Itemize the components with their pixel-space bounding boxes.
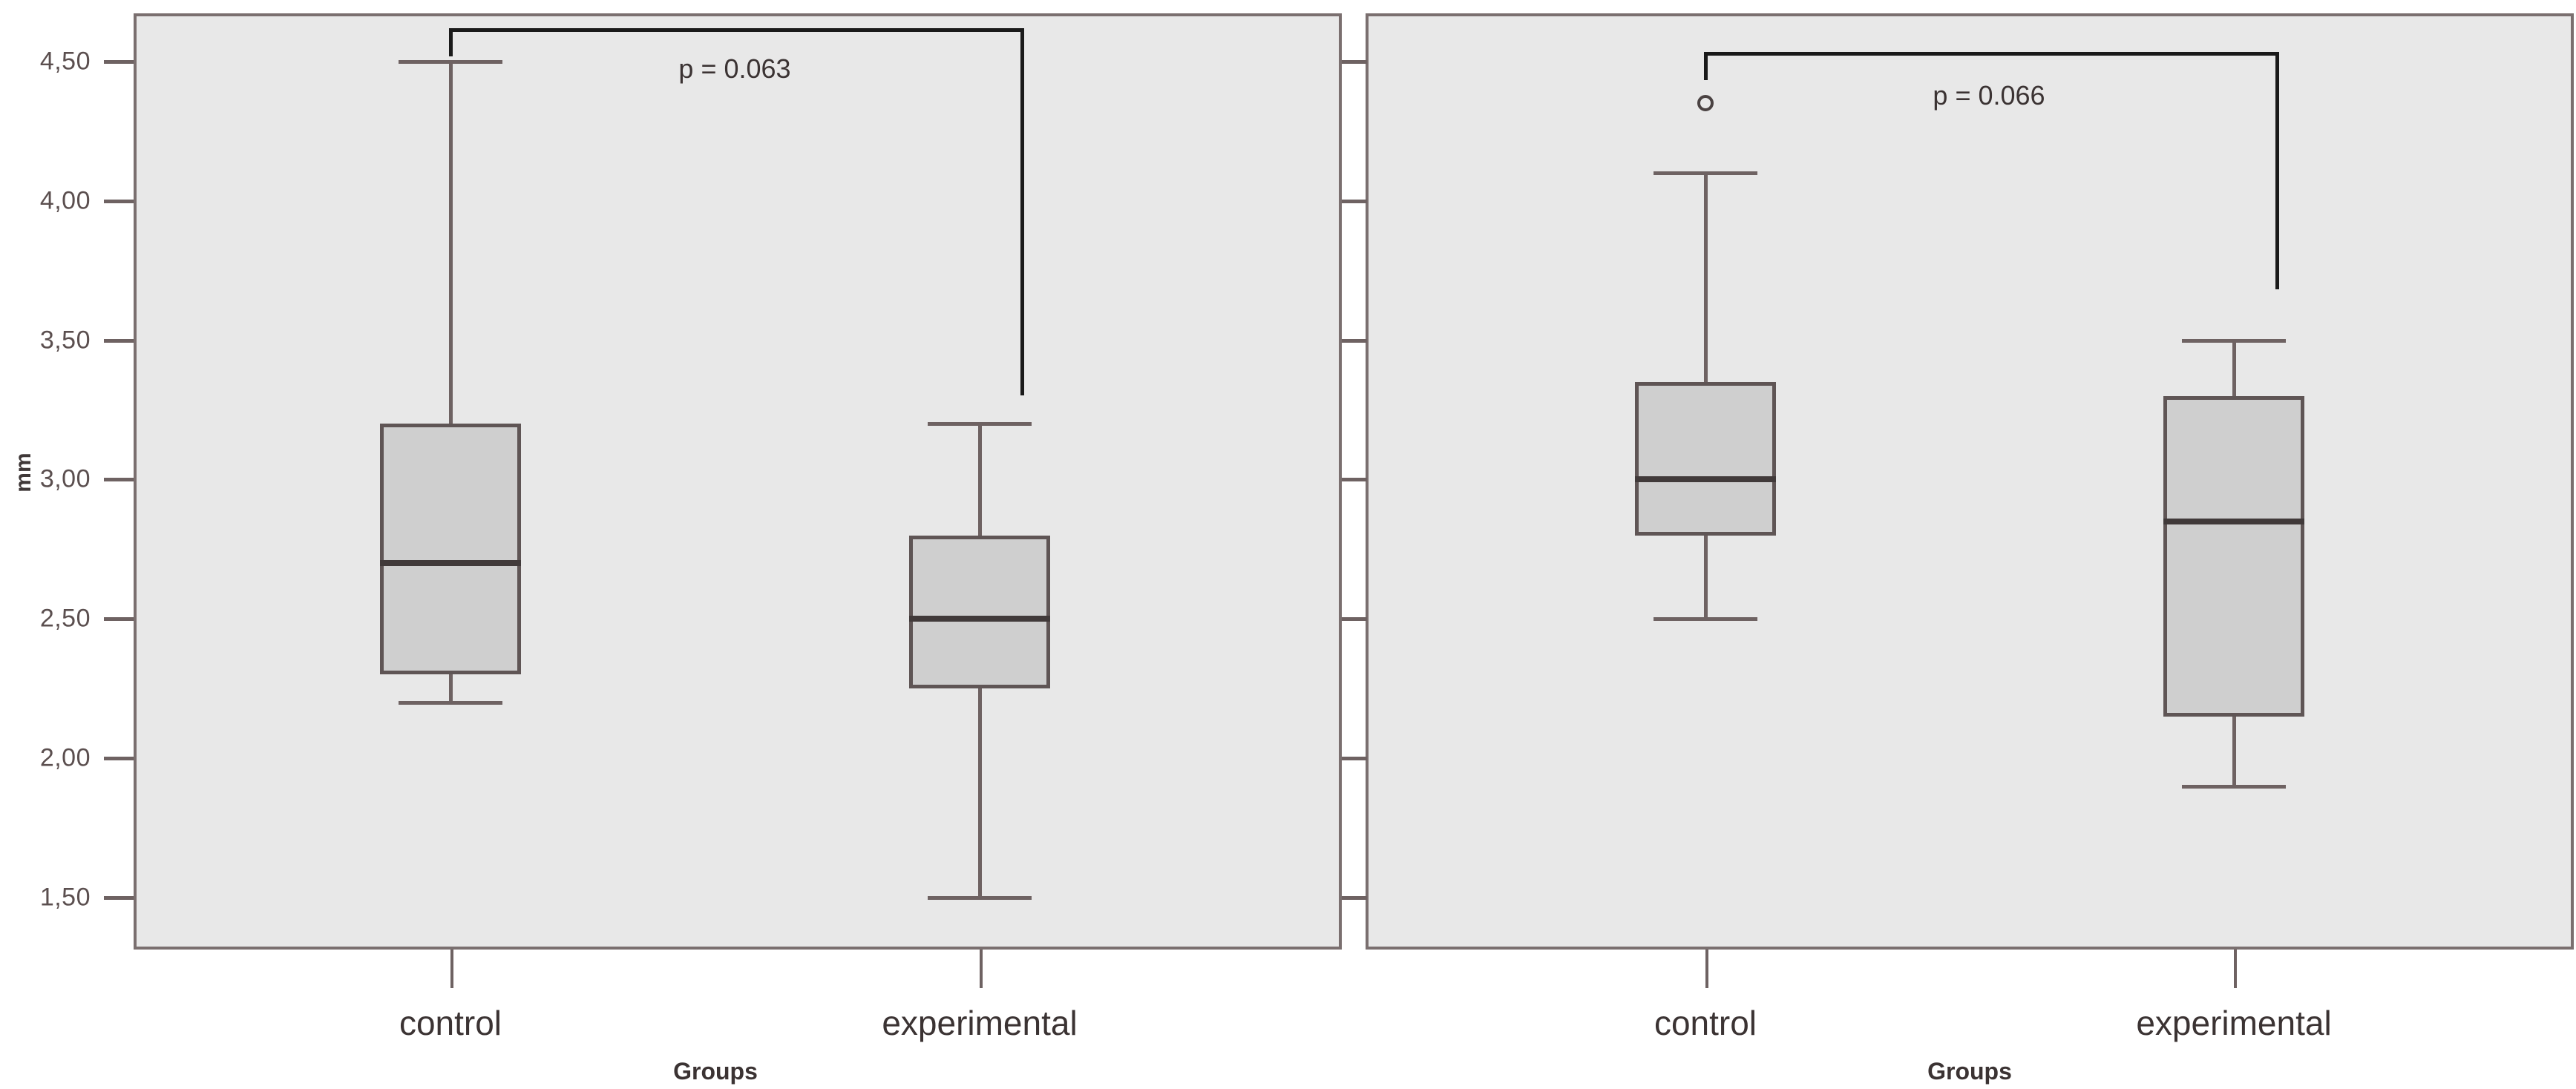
right-y-tick-mark-1: [1342, 199, 1367, 203]
y-tick-mark-5: [104, 757, 135, 760]
right-experimental-whisker-lower: [2232, 716, 2236, 786]
x-category-label-control-left: control: [399, 1004, 502, 1042]
y-tick-label-1: 4,00: [39, 186, 91, 215]
right-control-whisker-lower: [1704, 535, 1708, 619]
left-control-whisker-lower: [449, 674, 453, 703]
left-experimental-whisker-cap-lower: [928, 895, 1032, 900]
right-plot-area: [1366, 13, 2574, 950]
sig-bracket-right-vertical-experimental: [2275, 52, 2279, 289]
x-category-label-experimental-left: experimental: [882, 1004, 1078, 1042]
y-tick-mark-2: [104, 338, 135, 343]
x-tick-experimental-left: [980, 950, 983, 988]
right-experimental-box: [2163, 395, 2304, 717]
right-y-tick-mark-3: [1342, 478, 1367, 482]
right-experimental-whisker-upper: [2232, 340, 2236, 396]
x-axis-title-right: Groups: [1927, 1058, 2012, 1085]
y-tick-label-0: 4,50: [39, 47, 91, 76]
left-plot-area: [134, 13, 1342, 950]
right-control-box: [1635, 381, 1776, 536]
right-y-tick-mark-5: [1342, 757, 1367, 760]
right-y-tick-mark-6: [1342, 895, 1367, 900]
right-control-whisker-cap-lower: [1654, 617, 1757, 622]
y-tick-label-2: 3,50: [39, 326, 91, 355]
y-tick-mark-0: [104, 60, 135, 64]
right-y-tick-mark-0: [1342, 60, 1367, 64]
right-experimental-whisker-cap-upper: [2182, 338, 2286, 343]
right-control-whisker-cap-upper: [1654, 171, 1757, 176]
left-control-box: [380, 424, 521, 675]
sig-bracket-right-vertical-control: [1704, 52, 1708, 80]
x-tick-control-right: [1705, 950, 1708, 988]
y-tick-label-5: 2,00: [39, 743, 91, 772]
right-control-outlier-0: [1697, 95, 1714, 112]
right-control-median: [1635, 476, 1776, 483]
y-tick-mark-1: [104, 199, 135, 203]
sig-bracket-left-vertical-experimental: [1020, 28, 1024, 395]
right-y-tick-mark-4: [1342, 617, 1367, 622]
right-y-tick-mark-2: [1342, 338, 1367, 343]
y-tick-label-4: 2,50: [39, 604, 91, 633]
x-axis-title-left: Groups: [673, 1058, 758, 1085]
left-experimental-median: [909, 616, 1050, 622]
y-tick-label-6: 1,50: [39, 883, 91, 912]
left-control-median: [380, 560, 521, 567]
x-tick-experimental-right: [2234, 950, 2237, 988]
sig-bracket-left-horizontal: [449, 28, 1024, 32]
left-control-whisker-cap-lower: [399, 700, 502, 705]
left-experimental-whisker-cap-upper: [928, 422, 1032, 427]
left-experimental-whisker-upper: [978, 424, 982, 536]
sig-bracket-right-horizontal: [1704, 52, 2279, 56]
y-tick-label-3: 3,00: [39, 464, 91, 493]
y-tick-mark-6: [104, 895, 135, 900]
y-tick-mark-3: [104, 478, 135, 482]
left-control-whisker-cap-upper: [399, 60, 502, 64]
right-control-whisker-upper: [1704, 173, 1708, 382]
right-experimental-whisker-cap-lower: [2182, 784, 2286, 789]
right-experimental-median: [2163, 518, 2304, 524]
left-control-whisker-upper: [449, 62, 453, 424]
x-tick-control-left: [450, 950, 453, 988]
x-category-label-control-right: control: [1654, 1004, 1757, 1042]
left-experimental-whisker-lower: [978, 688, 982, 898]
sig-bracket-left-vertical-control: [449, 28, 453, 56]
x-category-label-experimental-right: experimental: [2136, 1004, 2332, 1042]
y-tick-mark-4: [104, 617, 135, 622]
sig-label-left: p = 0.063: [678, 53, 791, 84]
left-experimental-box: [909, 535, 1050, 689]
sig-label-right: p = 0.066: [1933, 80, 2045, 111]
